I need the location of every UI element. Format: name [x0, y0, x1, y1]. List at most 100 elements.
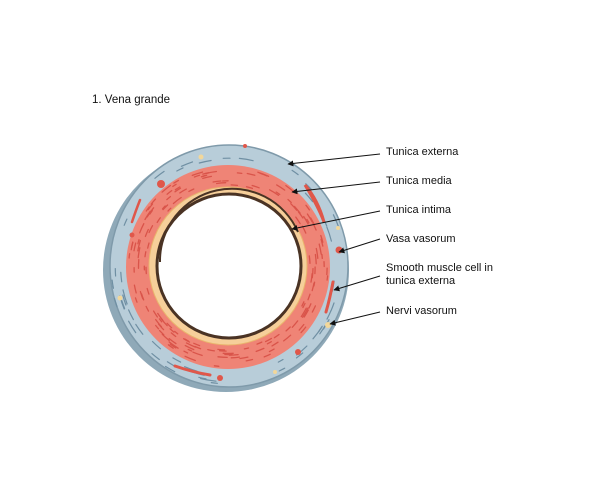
media-streak — [306, 213, 313, 223]
externa-fiber — [180, 161, 194, 167]
media-streak — [313, 281, 316, 287]
media-streak — [133, 284, 137, 294]
media-streak — [314, 253, 317, 265]
media-streak — [166, 322, 173, 329]
label-tunica-media: Tunica media — [386, 175, 452, 187]
label-nervi-vasorum: Nervi vasorum — [386, 305, 457, 317]
media-streak — [305, 204, 311, 211]
externa-fiber — [128, 309, 134, 321]
media-streak — [168, 341, 179, 349]
media-streak — [230, 184, 239, 187]
label-smooth-muscle-line2: tunica externa — [386, 275, 456, 287]
media-streak — [133, 242, 137, 252]
externa-fiber — [296, 345, 308, 356]
media-streak — [193, 342, 201, 347]
media-streak — [161, 205, 166, 210]
media-streak — [326, 275, 329, 281]
media-streak — [162, 204, 169, 211]
media-streak — [184, 344, 195, 351]
externa-fiber — [210, 382, 218, 384]
media-streak — [137, 239, 140, 245]
media-streak — [145, 305, 150, 312]
media-streak — [236, 172, 243, 175]
media-streak — [147, 242, 150, 249]
media-streak — [308, 303, 312, 309]
media-streak — [158, 318, 163, 323]
smooth-muscle-cells — [130, 184, 335, 377]
media-streak — [215, 182, 227, 185]
media-streak — [148, 225, 154, 234]
media-streak — [173, 179, 180, 184]
media-streak — [251, 184, 260, 189]
leader-tunica-intima — [291, 210, 381, 231]
media-streak — [134, 297, 138, 303]
media-streak — [268, 189, 280, 196]
media-streak — [264, 337, 273, 343]
externa-fiber — [238, 157, 254, 162]
media-streak — [303, 215, 309, 225]
media-streak — [188, 188, 195, 193]
media-streak — [212, 180, 222, 183]
media-streak — [300, 326, 307, 334]
media-streak — [192, 351, 203, 357]
media-streak — [239, 356, 249, 360]
media-streak — [205, 170, 218, 175]
media-streak — [217, 356, 228, 359]
externa-fiber — [304, 192, 314, 203]
media-streak — [168, 337, 177, 345]
leader-nervi-vasorum — [329, 311, 381, 326]
media-streak — [145, 206, 150, 212]
leader-lines — [287, 153, 381, 326]
media-streak — [245, 358, 254, 362]
media-streak — [276, 184, 286, 191]
media-streak — [169, 343, 177, 349]
media-streak — [193, 174, 201, 178]
media-streak — [290, 203, 298, 211]
media-streak — [266, 341, 272, 345]
externa-fiber — [291, 169, 299, 176]
media-streak — [149, 209, 153, 215]
media-streak — [308, 255, 311, 264]
externa-fiber — [135, 323, 144, 335]
media-streak — [245, 186, 254, 190]
externa-fiber — [295, 352, 304, 359]
media-streak — [255, 347, 265, 353]
media-streak — [300, 307, 307, 318]
media-streak — [169, 328, 175, 333]
externa-fiber — [172, 357, 182, 363]
lumen — [155, 187, 303, 340]
media-streak — [263, 353, 271, 358]
media-streak — [191, 171, 204, 177]
media-streak — [150, 198, 157, 205]
media-streak — [146, 287, 150, 295]
media-streak — [301, 301, 305, 307]
media-streak — [207, 348, 216, 352]
media-streak — [230, 356, 241, 359]
media-streak — [298, 323, 305, 331]
externa-fiber — [154, 170, 165, 179]
externa-fiber — [111, 279, 114, 289]
media-streak — [182, 338, 191, 343]
media-streak — [291, 320, 299, 328]
media-streak — [172, 183, 177, 188]
media-streak — [302, 302, 306, 309]
media-streak — [161, 333, 170, 342]
externa-fiber — [198, 376, 207, 380]
label-tunica-externa: Tunica externa — [386, 146, 459, 158]
leader-tunica-externa — [287, 153, 381, 167]
media-streak — [303, 309, 309, 318]
media-streak — [307, 293, 311, 301]
media-streak — [271, 341, 279, 347]
externa-fiber — [123, 218, 128, 226]
media-streak — [311, 305, 317, 313]
media-streak — [297, 211, 304, 219]
media-streak — [172, 196, 182, 205]
media-streak — [161, 184, 172, 193]
media-streak — [147, 203, 154, 211]
media-streak — [310, 273, 313, 283]
media-streak — [183, 350, 189, 354]
externa-fiber — [277, 358, 284, 363]
media-streak — [187, 348, 193, 352]
media-streak — [155, 324, 160, 330]
